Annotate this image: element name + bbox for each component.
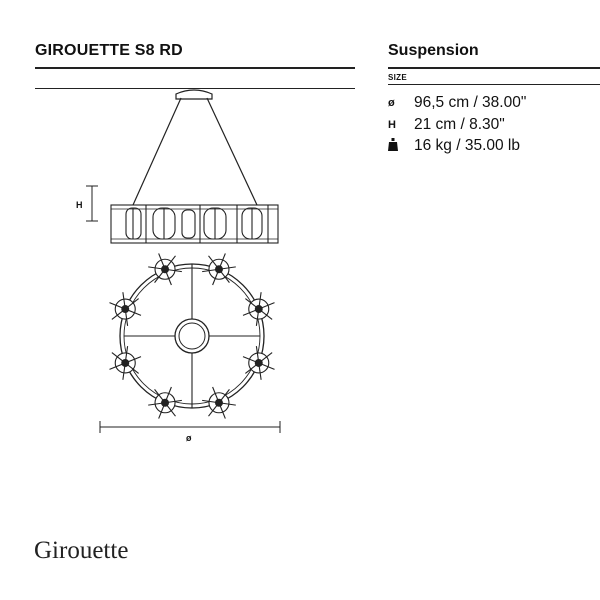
height-icon: H <box>388 119 396 131</box>
spec-height-value: 21 cm / 8.30" <box>414 116 505 133</box>
lamp-shade <box>109 292 142 326</box>
product-category: Suspension <box>388 42 479 59</box>
ceiling-canopy <box>175 89 213 100</box>
header-rule-right <box>388 67 600 69</box>
height-dimension-label: H <box>76 200 83 210</box>
size-label: SIZE <box>388 73 407 82</box>
header-rule-left <box>35 67 355 69</box>
lamp-shade <box>109 346 142 380</box>
spec-row-weight: 16 kg / 35.00 lb <box>388 137 520 155</box>
product-name: GIROUETTE S8 RD <box>35 42 183 59</box>
lamp-shades <box>109 253 275 419</box>
diameter-icon: ø <box>388 97 395 109</box>
side-view-ring <box>110 204 279 244</box>
brand-logo: Girouette <box>34 537 129 564</box>
spec-row-height: H 21 cm / 8.30" <box>388 116 505 134</box>
height-dimension <box>86 185 98 222</box>
drawing-top-rule <box>35 88 355 89</box>
spec-weight-value: 16 kg / 35.00 lb <box>414 137 520 154</box>
suspension-cables <box>132 97 258 206</box>
lamp-shade <box>148 386 182 419</box>
diameter-dimension <box>99 421 281 433</box>
spec-diameter-value: 96,5 cm / 38.00" <box>414 94 527 111</box>
diameter-dimension-label: ø <box>186 433 192 443</box>
top-view <box>109 253 275 419</box>
lamp-shade <box>202 386 236 419</box>
size-rule <box>388 84 600 85</box>
weight-icon <box>388 138 414 154</box>
lamp-shade <box>242 292 275 326</box>
lamp-shade <box>148 253 182 286</box>
lamp-shade <box>242 346 275 380</box>
spec-row-diameter: ø 96,5 cm / 38.00" <box>388 94 526 112</box>
lamp-shade <box>202 253 236 286</box>
